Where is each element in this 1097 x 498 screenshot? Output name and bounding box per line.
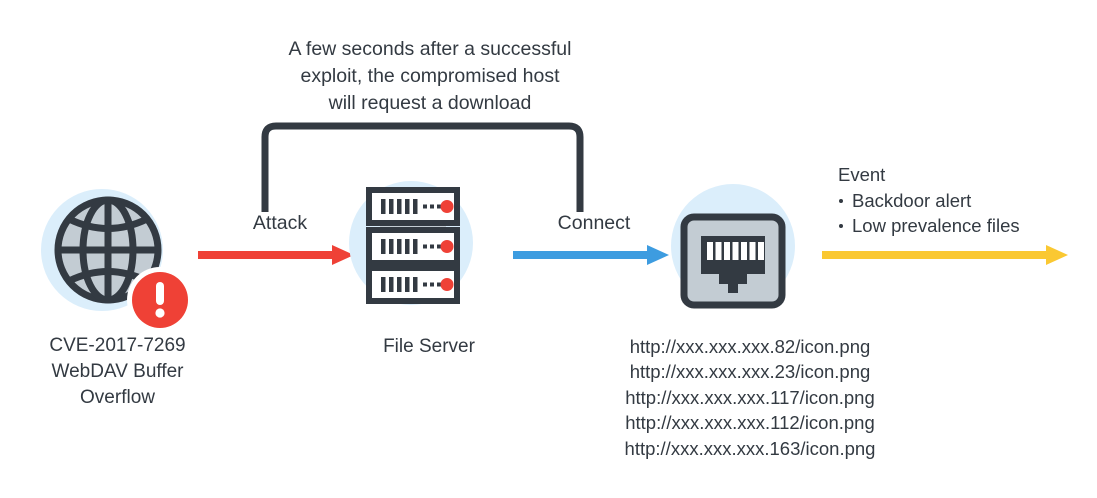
- server-caption-line-1: File Server: [383, 336, 475, 357]
- event-item: Low prevalence files: [838, 213, 1088, 238]
- globe-caption: CVE-2017-7269 WebDAV Buffer Overflow: [10, 333, 225, 411]
- globe-caption-line-2: WebDAV Buffer: [51, 361, 184, 382]
- callout-text: A few seconds after a successful exploit…: [248, 36, 612, 117]
- event-item-list: Backdoor alert Low prevalence files: [838, 188, 1088, 238]
- event-item: Backdoor alert: [838, 188, 1088, 213]
- server-rack-icon: [366, 187, 460, 304]
- url-list: http://xxx.xxx.xxx.82/icon.png http://xx…: [560, 334, 940, 461]
- url-list-item: http://xxx.xxx.xxx.82/icon.png: [629, 336, 871, 357]
- url-list-item: http://xxx.xxx.xxx.112/icon.png: [625, 412, 875, 434]
- url-list-item: http://xxx.xxx.xxx.163/icon.png: [624, 437, 876, 459]
- url-list-item: http://xxx.xxx.xxx.23/icon.png: [629, 361, 871, 383]
- globe-caption-line-3: Overflow: [80, 387, 155, 408]
- ethernet-port-icon: [680, 213, 786, 309]
- event-arrow-icon: [822, 242, 1070, 268]
- attack-arrow-icon: [198, 242, 356, 268]
- globe-icon: [52, 194, 170, 324]
- callout-line-2: exploit, the compromised host: [300, 65, 560, 87]
- globe-caption-line-1: CVE-2017-7269: [49, 335, 186, 356]
- connect-arrow-label: Connect: [557, 212, 631, 234]
- connect-arrow-icon: [513, 242, 671, 268]
- bracket-connector: [255, 118, 595, 218]
- alert-exclamation-icon: [122, 262, 198, 338]
- event-block: Event Backdoor alert Low prevalence file…: [838, 162, 1088, 238]
- url-list-item: http://xxx.xxx.xxx.117/icon.png: [625, 386, 875, 408]
- callout-line-3: will request a download: [328, 92, 532, 114]
- event-title: Event: [838, 164, 886, 185]
- server-caption: File Server: [348, 334, 510, 360]
- attack-arrow-label: Attack: [252, 212, 308, 234]
- callout-line-1: A few seconds after a successful: [288, 38, 572, 60]
